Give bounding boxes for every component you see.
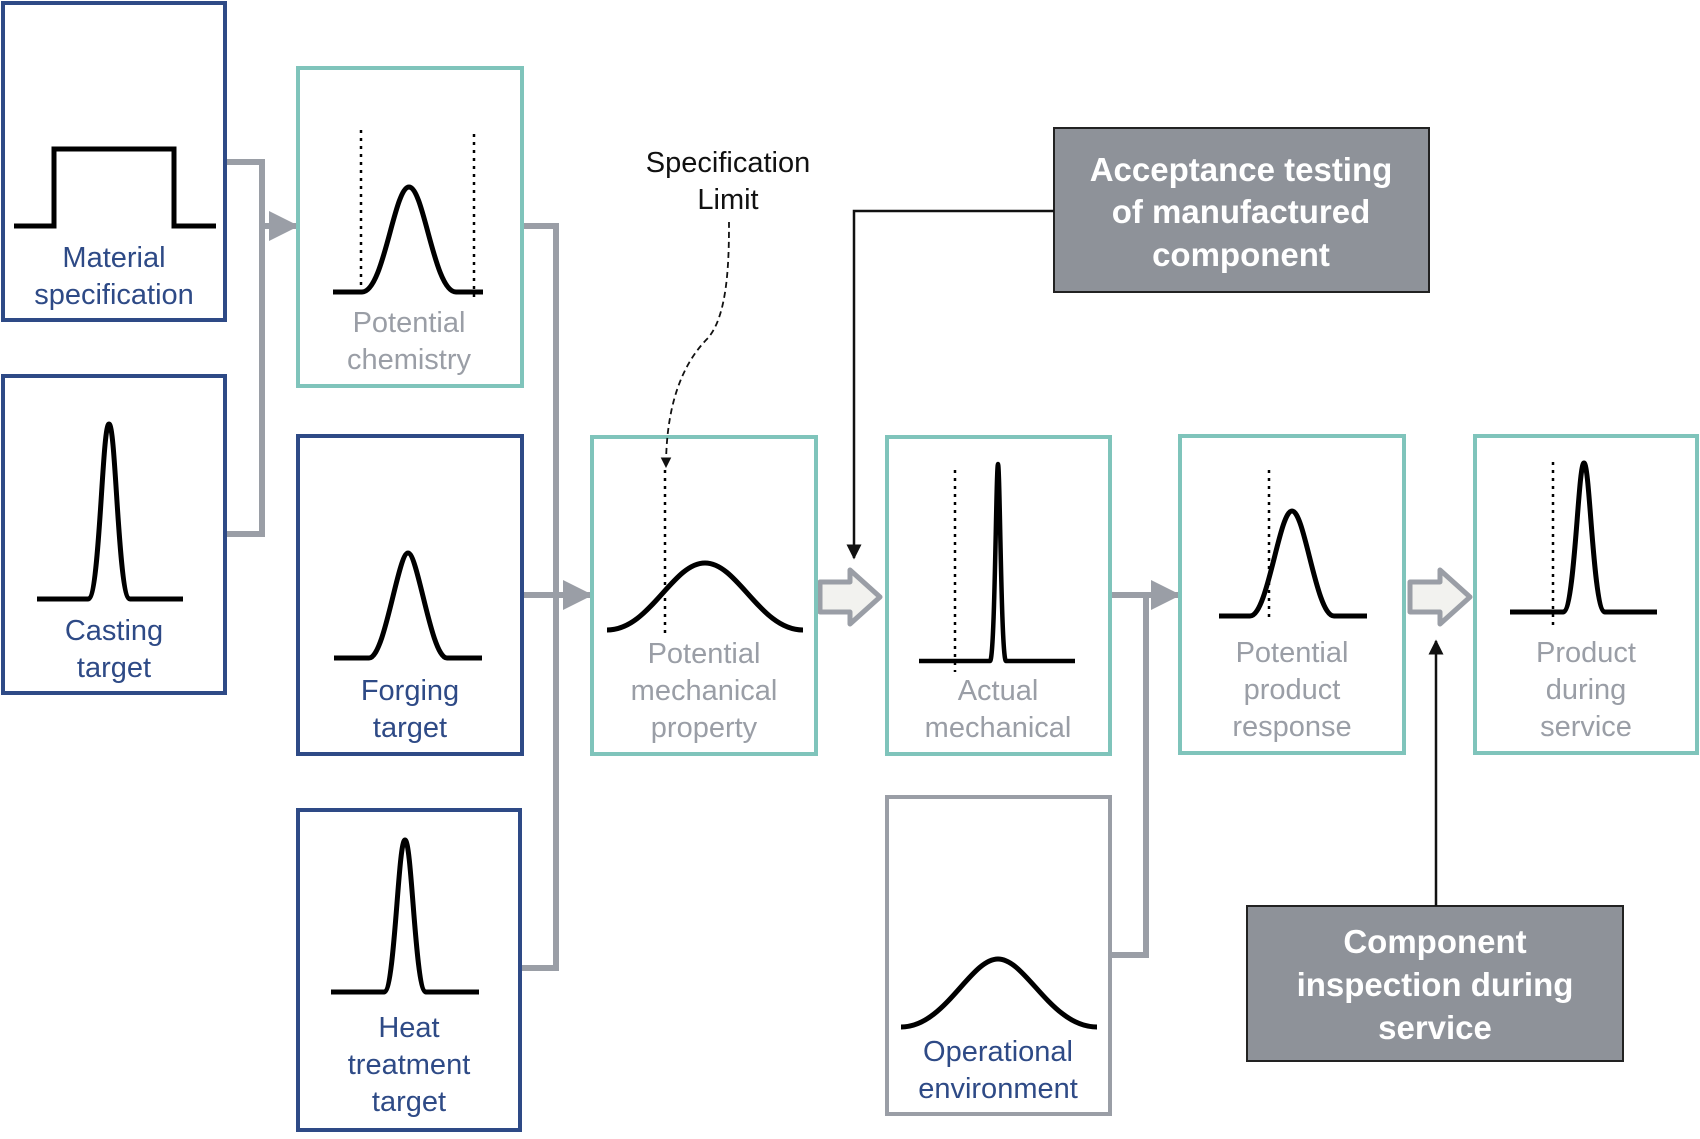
box-label-line: Heat bbox=[378, 1012, 439, 1044]
bell-curve bbox=[334, 550, 482, 661]
callout-specification-limit: Specification Limit bbox=[646, 147, 810, 469]
spike-distribution-curve bbox=[919, 461, 1075, 664]
connector-material-casting-to-chemistry bbox=[225, 159, 296, 537]
bell-curve bbox=[1219, 508, 1367, 619]
callout-label-line: Acceptance testing bbox=[1090, 151, 1393, 188]
box-label-line: Material bbox=[62, 242, 165, 274]
callout-acceptance-testing: Acceptance testing of manufactured compo… bbox=[846, 127, 1430, 560]
box-label-line: property bbox=[651, 712, 758, 744]
rectangular-distribution-curve bbox=[14, 146, 216, 229]
callout-label-line: Specification bbox=[646, 147, 810, 179]
box-label-line: product bbox=[1244, 674, 1341, 706]
wide-bell-curve bbox=[900, 956, 1098, 1030]
box-label-line: Potential bbox=[1236, 637, 1349, 669]
box-label-line: Product bbox=[1536, 637, 1636, 669]
box-label-line: response bbox=[1232, 711, 1351, 743]
box-potential-chemistry: Potential chemistry bbox=[296, 66, 524, 388]
connector-actual-env-to-response bbox=[1112, 595, 1178, 958]
box-label-line: Potential bbox=[353, 307, 466, 339]
box-potential-product-response: Potential product response bbox=[1178, 434, 1406, 755]
callout-label-line: component bbox=[1152, 236, 1330, 273]
narrow-bell-curve bbox=[1510, 460, 1657, 615]
box-casting-target: Casting target bbox=[1, 374, 227, 695]
callout-label-line: service bbox=[1378, 1009, 1492, 1046]
dashed-leader-arrow bbox=[660, 221, 730, 469]
callout-component-inspection: Component inspection during service bbox=[1246, 639, 1624, 1062]
wide-bell-curve bbox=[606, 560, 804, 633]
box-potential-mechanical-property: Potential mechanical property bbox=[590, 435, 818, 756]
box-actual-mechanical: Actual mechanical bbox=[885, 435, 1112, 756]
box-operational-environment: Operational environment bbox=[885, 795, 1112, 1116]
box-label-line: treatment bbox=[348, 1049, 471, 1081]
flow-arrow-mechanical-to-actual bbox=[817, 567, 883, 627]
box-label-line: target bbox=[373, 712, 447, 744]
box-label-line: environment bbox=[918, 1073, 1078, 1105]
box-label-line: mechanical bbox=[631, 675, 778, 707]
box-heat-treatment-target: Heat treatment target bbox=[296, 808, 522, 1132]
connectors bbox=[225, 159, 1178, 971]
box-label-line: Casting bbox=[65, 615, 163, 647]
flow-arrow-response-to-service bbox=[1407, 567, 1473, 627]
acceptance-testing-arrow bbox=[846, 209, 1054, 560]
box-label-line: specification bbox=[34, 279, 194, 311]
narrow-bell-curve bbox=[331, 837, 479, 995]
box-label-line: target bbox=[372, 1086, 446, 1118]
box-label-line: Potential bbox=[648, 638, 761, 670]
box-label-line: during bbox=[1546, 674, 1627, 706]
callout-label-line: Component bbox=[1343, 923, 1526, 960]
callout-label-line: Limit bbox=[697, 184, 758, 216]
callout-label-line: inspection during bbox=[1297, 966, 1574, 1003]
narrow-bell-curve bbox=[37, 421, 183, 602]
connector-chemistry-to-mechanical bbox=[520, 223, 590, 971]
box-label-line: Forging bbox=[361, 675, 459, 707]
box-material-specification: Material specification bbox=[1, 1, 227, 322]
box-label-line: chemistry bbox=[347, 344, 472, 376]
box-label-line: Actual bbox=[958, 675, 1039, 707]
box-label-line: Operational bbox=[923, 1036, 1073, 1068]
box-label-line: mechanical bbox=[925, 712, 1072, 744]
box-label-line: target bbox=[77, 652, 151, 684]
box-forging-target: Forging target bbox=[296, 434, 524, 756]
bell-curve bbox=[333, 184, 483, 295]
box-product-during-service: Product during service bbox=[1473, 434, 1699, 755]
box-label-line: service bbox=[1540, 711, 1632, 743]
callout-label-line: of manufactured bbox=[1112, 193, 1371, 230]
